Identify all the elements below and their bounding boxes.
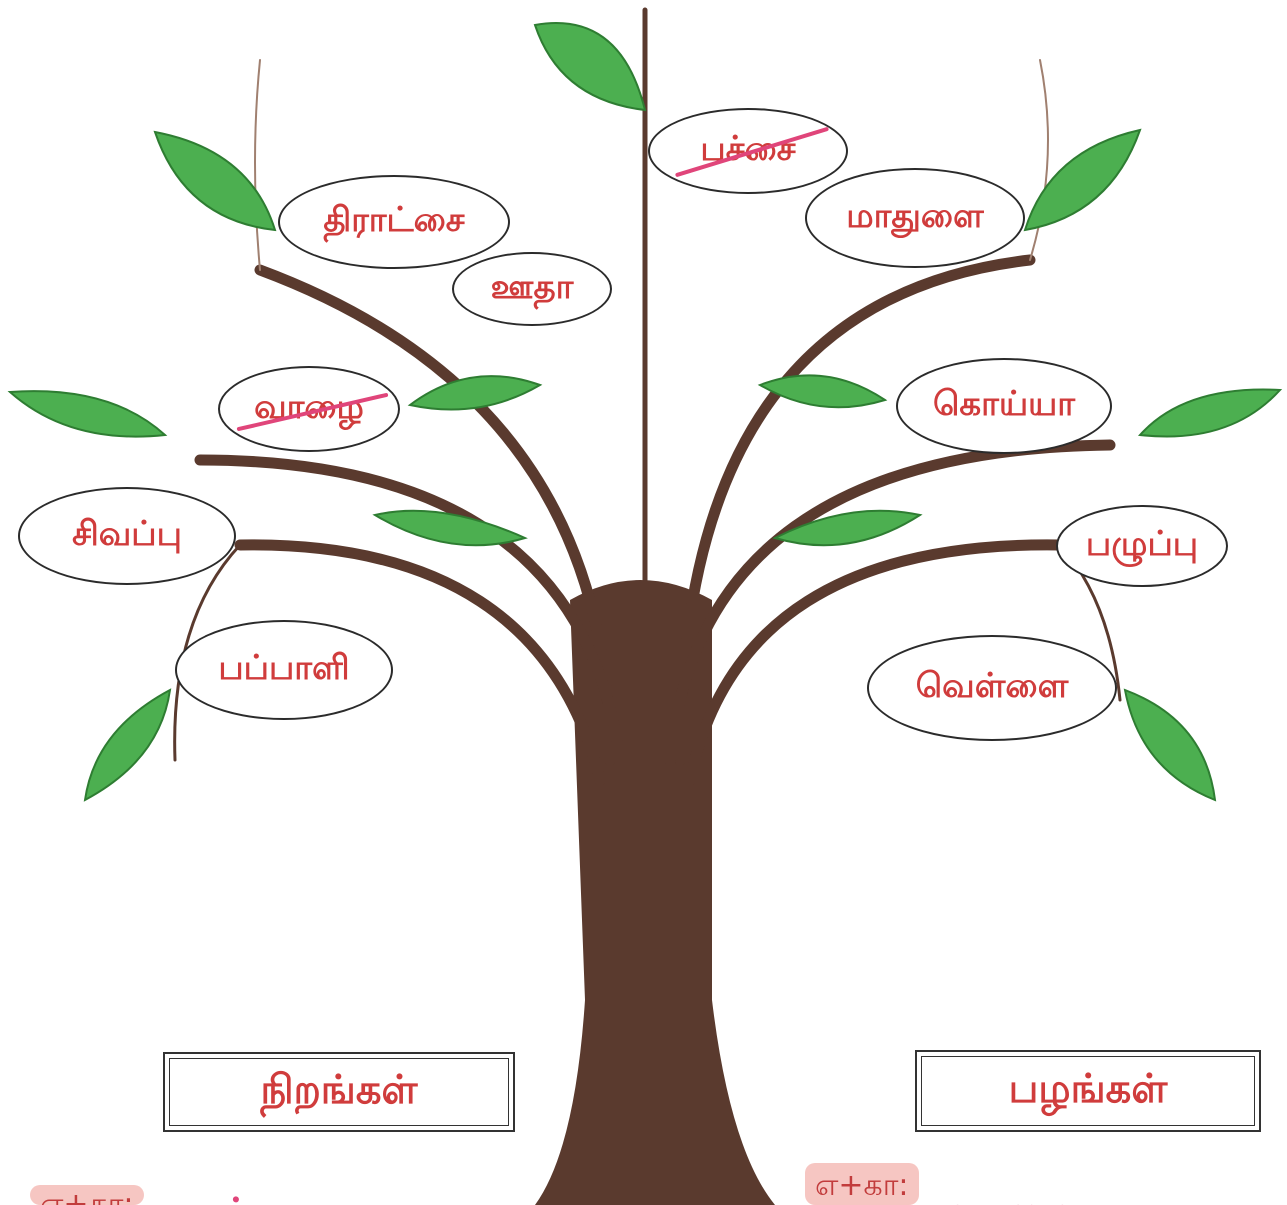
bubble-pappaali-text: பப்பாளி <box>218 648 350 688</box>
example-chip-left: எ+கா: <box>30 1185 144 1205</box>
leaf-lower-right <box>1123 688 1217 802</box>
bubble-koyya: கொய்யா <box>896 358 1112 454</box>
bubble-sivappu-text: சிவப்பு <box>72 514 182 554</box>
example-word-right: வாழை <box>945 1186 1074 1205</box>
bubble-vellai-text: வெள்ளை <box>915 666 1069 706</box>
leaf-inner-right-1 <box>757 374 888 409</box>
leaf-lower-left <box>83 688 172 802</box>
bubble-thiratchai: திராட்சை <box>278 175 510 269</box>
bubble-sivappu: சிவப்பு <box>18 487 236 585</box>
bubble-ootha-text: ஊதா <box>490 267 574 307</box>
bubble-ootha: ஊதா <box>452 252 612 326</box>
bubble-pazhuppu: பழுப்பு <box>1056 505 1228 587</box>
bubble-vaazhai-text: வாழை <box>254 387 364 427</box>
leaf-inner-left-2 <box>372 509 528 547</box>
leaf-upper-right <box>1023 128 1142 232</box>
fruits-label-box: பழங்கள் <box>915 1050 1261 1132</box>
bubble-vellai: வெள்ளை <box>867 635 1117 741</box>
bubble-pazhuppu-text: பழுப்பு <box>1085 524 1199 564</box>
bubble-vaazhai: வாழை <box>218 366 400 452</box>
leaf-mid-right <box>1137 388 1283 438</box>
leaf-inner-left-1 <box>407 375 543 411</box>
leaf-top <box>533 22 647 112</box>
colours-label-box: நிறங்கள் <box>163 1052 515 1132</box>
bubble-maathulai: மாதுளை <box>805 168 1025 268</box>
leaf-upper-left <box>153 130 277 232</box>
example-chip-left-text: எ+கா: <box>40 1187 134 1205</box>
example-word-right-text: வாழை <box>945 1189 1074 1205</box>
bubble-maathulai-text: மாதுளை <box>846 196 984 236</box>
tree-trunk <box>535 580 775 1205</box>
colours-label: நிறங்கள் <box>260 1066 418 1113</box>
bubble-thiratchai-text: திராட்சை <box>323 200 465 240</box>
example-word-left: பச்சை <box>195 1188 307 1205</box>
bubble-pachai: பச்சை <box>648 108 848 194</box>
leaf-inner-right-2 <box>772 509 923 547</box>
example-word-left-text: பச்சை <box>195 1190 307 1205</box>
example-chip-right-text: எ+கா: <box>815 1168 909 1203</box>
leaf-mid-left <box>7 390 168 438</box>
example-chip-right: எ+கா: <box>805 1163 919 1205</box>
bubble-pappaali: பப்பாளி <box>175 620 393 720</box>
bubble-koyya-text: கொய்யா <box>932 384 1076 424</box>
fruits-label: பழங்கள் <box>1008 1065 1168 1112</box>
